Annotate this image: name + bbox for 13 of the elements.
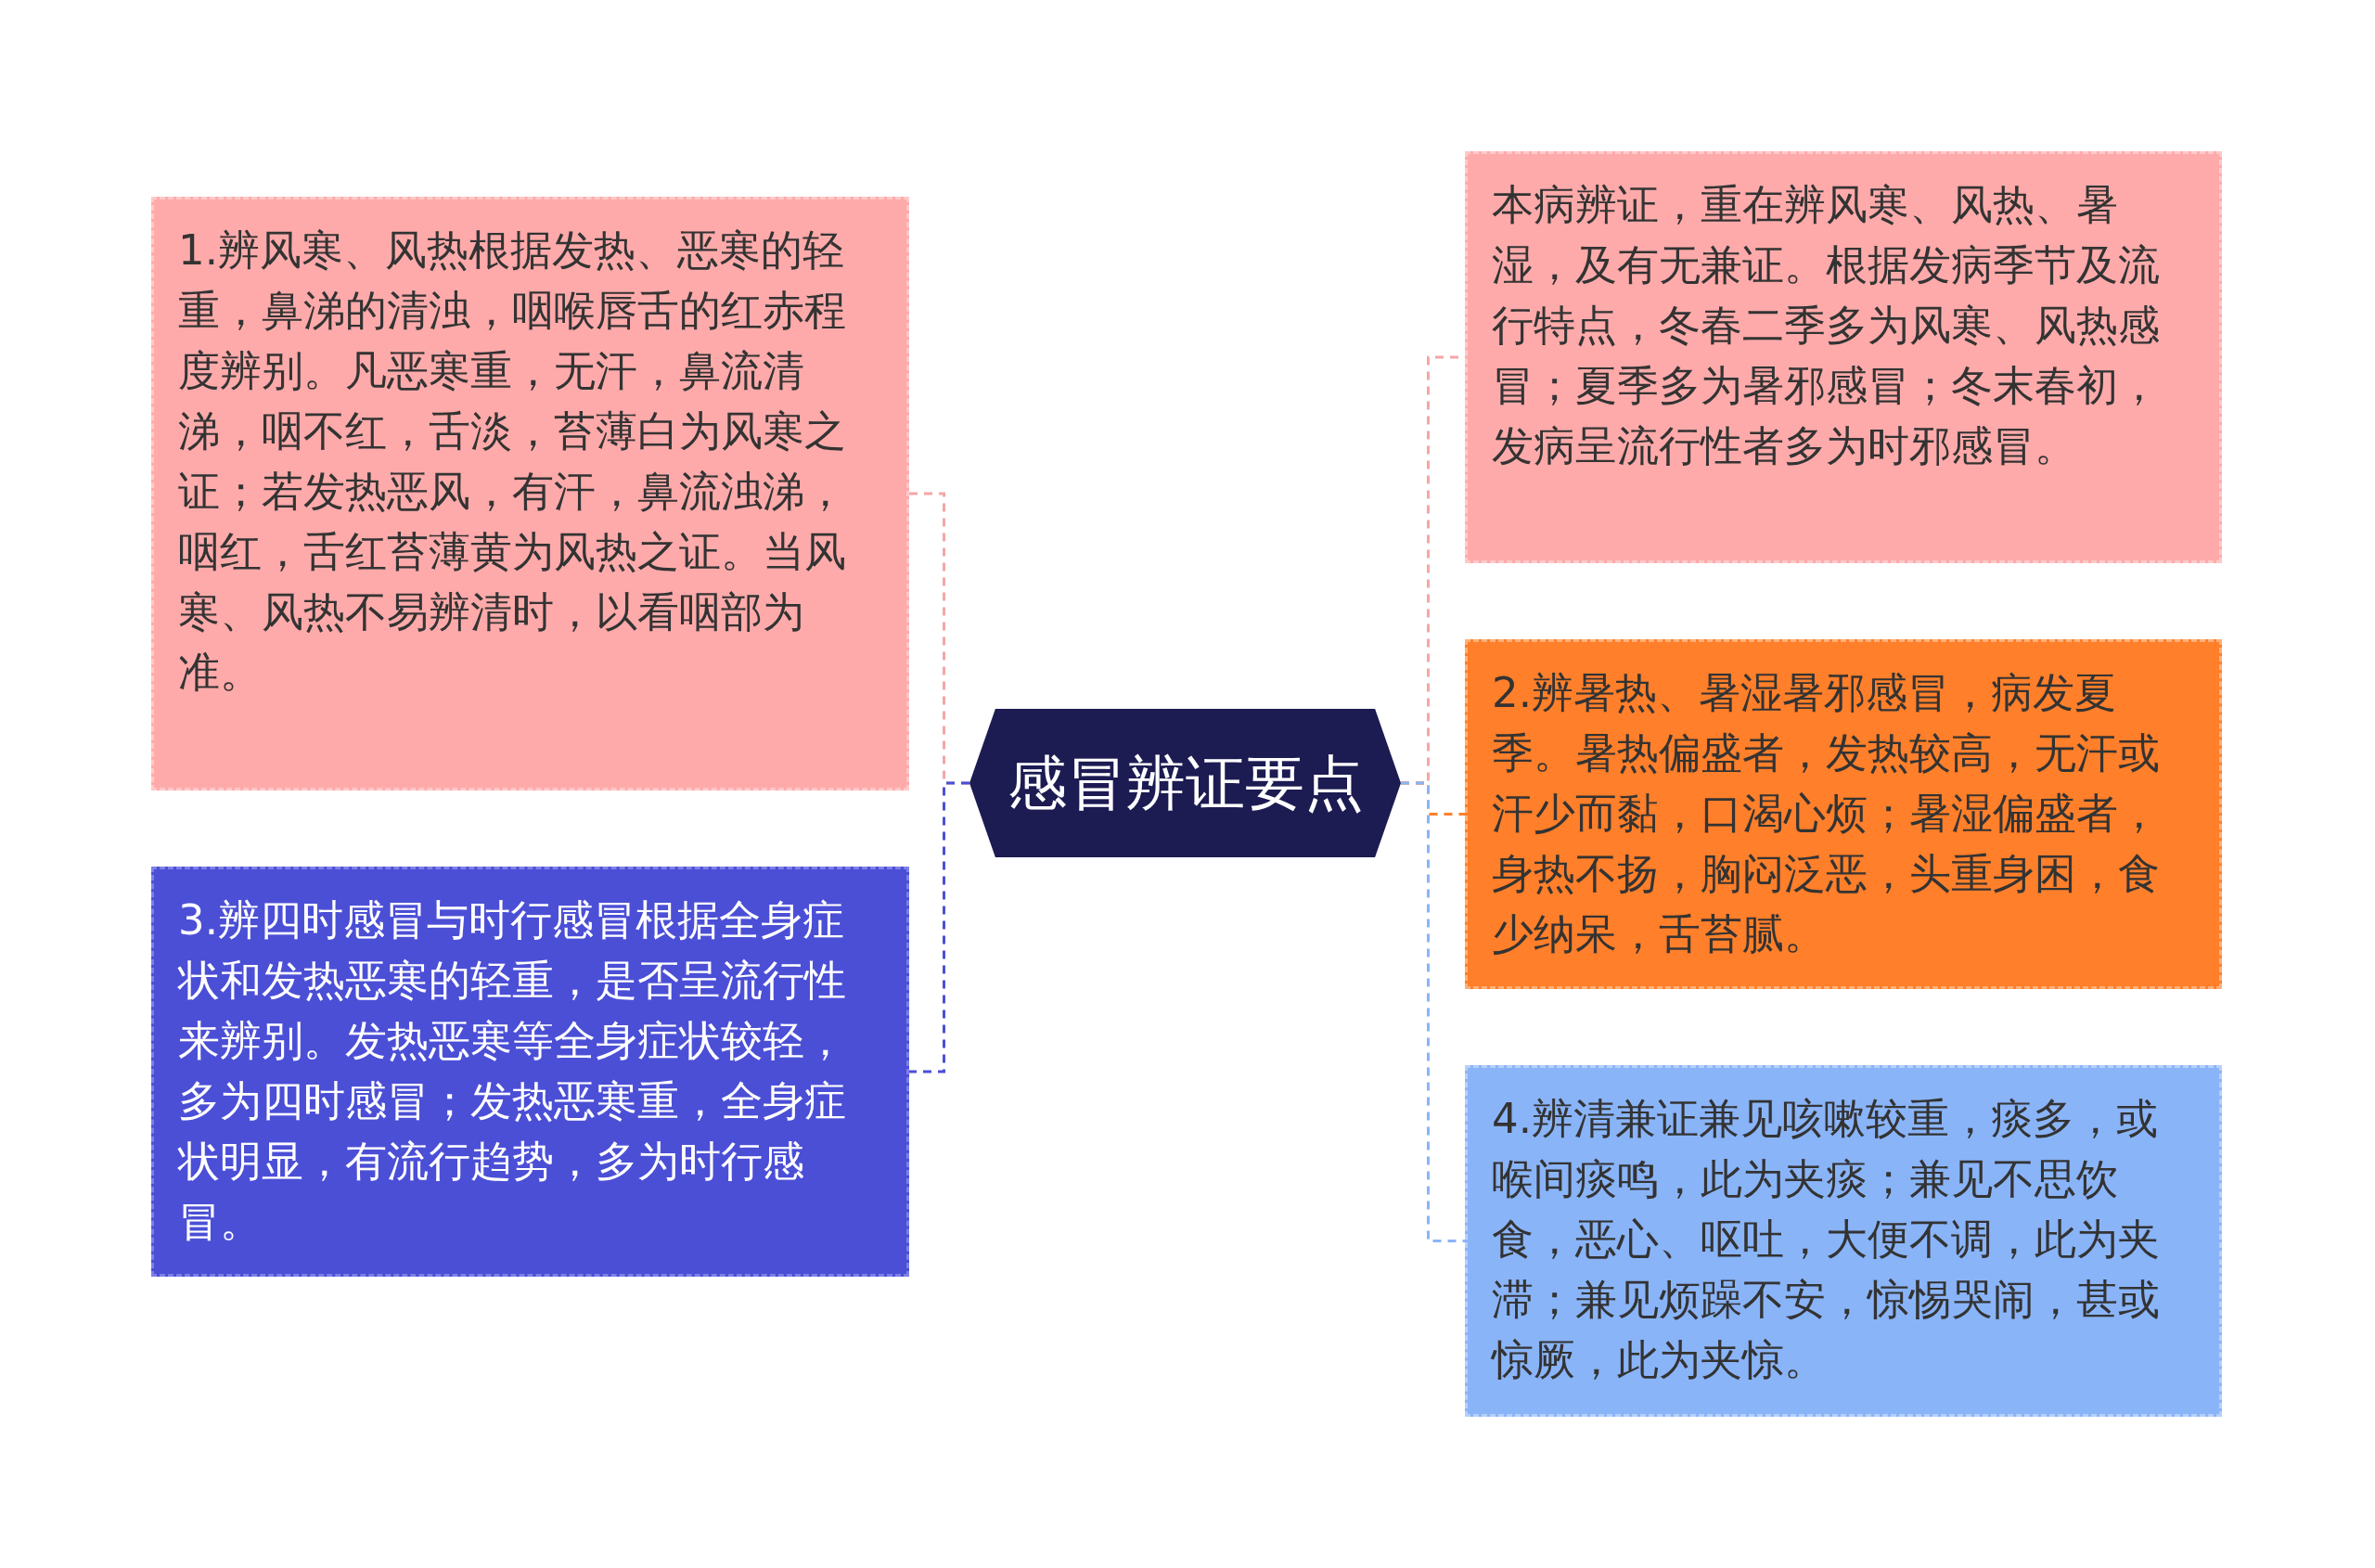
note-text: 1.辨风寒、风热根据发热、恶寒的轻重，鼻涕的清浊，咽喉唇舌的红赤程度辨别。凡恶寒重，无汗，鼻流清涕，咽不红，舌淡，苔薄白为风寒之证；若发热恶风，有汗，鼻流浊涕，咽红，舌红苔薄黄为风热之证。当风寒、风热不易辨清时，以看咽部为准。 (178, 225, 847, 699)
connector-line (909, 781, 969, 1073)
note-card (1465, 1065, 2222, 1417)
note-text: 4.辨清兼证兼见咳嗽较重，痰多，或喉间痰鸣，此为夹痰；兼见不思饮食，恶心、呕吐，大便不调，此为夹滞；兼见烦躁不安，惊惕哭闹，甚或惊厥，此为夹惊。 (1492, 1093, 2161, 1386)
note-card (1465, 639, 2222, 989)
note-text: 3.辨四时感冒与时行感冒根据全身症状和发热恶寒的轻重，是否呈流行性来辨别。发热恶寒等全身症状较轻，多为四时感冒；发热恶寒重，全身症状明显，有流行趋势，多为时行感冒。 (178, 894, 847, 1248)
note-card (151, 197, 909, 790)
connector-line (1401, 781, 1465, 1242)
note-text: 本病辨证，重在辨风寒、风热、暑湿，及有无兼证。根据发病季节及流行特点，冬春二季多为风寒、风热感冒；夏季多为暑邪感冒；冬末春初，发病呈流行性者多为时邪感冒。 (1492, 179, 2161, 472)
note-card (1465, 151, 2222, 563)
topic-title: 感冒辨证要点 (1007, 748, 1364, 819)
note-card (151, 867, 909, 1277)
note-text: 2.辨暑热、暑湿暑邪感冒，病发夏季。暑热偏盛者，发热较高，无汗或汗少而黏，口渴心烦；暑湿偏盛者，身热不扬，胸闷泛恶，头重身困，食少纳呆，舌苔腻。 (1492, 667, 2161, 960)
